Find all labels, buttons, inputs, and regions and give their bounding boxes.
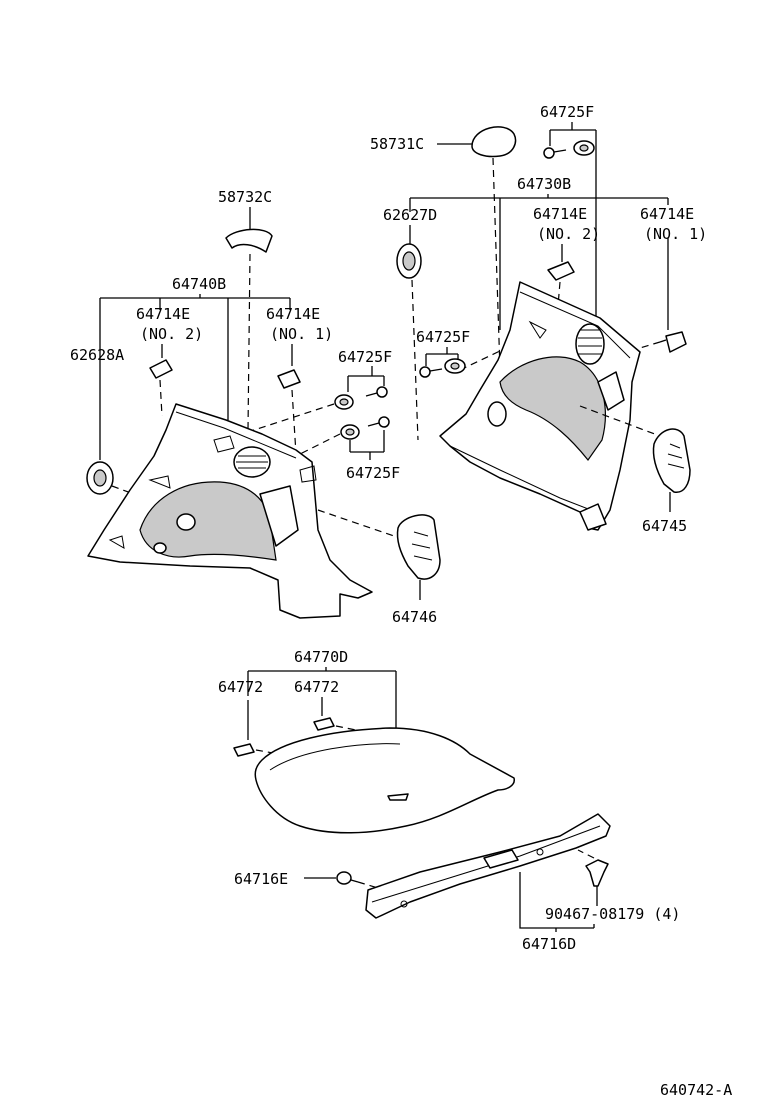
label-58732c: 58732C (218, 188, 272, 206)
leader-64716d (519, 872, 595, 932)
label-58731c: 58731C (370, 135, 424, 153)
clip-64716e (336, 871, 359, 885)
label-64716e: 64716E (234, 870, 288, 888)
plug-64772-right (313, 717, 335, 731)
dash-90467 (577, 849, 595, 859)
clip-64725f-top (573, 140, 595, 156)
label-no1-left: (NO. 1) (270, 325, 333, 343)
label-no2-left: (NO. 2) (140, 325, 203, 343)
clip-64714e-no1-right (659, 331, 687, 353)
plug-64772-left (233, 743, 255, 757)
clip-64725f-mid-right (444, 358, 466, 374)
dash-64725f-mid-left-top (247, 403, 335, 433)
dash-64772-right (335, 725, 357, 731)
right-wheel-well (499, 356, 606, 462)
label-64714e-no1-right: 64714E (640, 205, 694, 223)
label-no1-right: (NO. 1) (644, 225, 707, 243)
dash-64725f-mid-left-bottom (295, 433, 341, 457)
cap-58731c (471, 126, 517, 158)
left-quarter-trim-assembly: 58732C 64740B 64714E (NO. 2) 64714E (NO.… (70, 188, 441, 626)
leader-64730b (409, 194, 669, 330)
cover-64746 (396, 514, 441, 580)
label-64714e-no2-left: 64714E (136, 305, 190, 323)
label-64714e-no2-right: 64714E (533, 205, 587, 223)
leader-64740b (99, 294, 291, 460)
leader-64725f-mid-left-top (347, 366, 385, 392)
clip-64725f-mid-left-bottom (340, 424, 360, 440)
dash-64714e-no1-left (291, 389, 297, 455)
label-64725f-mid-left-bottom: 64725F (346, 464, 400, 482)
dash-58731c (492, 157, 501, 371)
dash-right-panel (579, 405, 661, 437)
cap-58732c (225, 228, 273, 253)
dash-62628a (111, 485, 151, 501)
grommet-62628a (86, 461, 114, 495)
label-64714e-no1-left: 64714E (266, 305, 320, 323)
label-64716d: 64716D (522, 935, 576, 953)
dash-64725f-right (459, 349, 503, 371)
screw-64725f-mid-right (419, 366, 443, 378)
leader-64770d (247, 667, 397, 728)
label-64725f-mid-left-top: 64725F (338, 348, 392, 366)
grommet-62627d (396, 243, 422, 279)
label-62628a: 62628A (70, 346, 124, 364)
label-64725f-top: 64725F (540, 103, 594, 121)
screw-64725f-mid-left-top (365, 386, 388, 398)
label-64740b: 64740B (172, 275, 226, 293)
clip-64714e-no2-right (547, 261, 575, 281)
label-64730b: 64730B (517, 175, 571, 193)
label-no2-right: (NO. 2) (537, 225, 600, 243)
label-62627d: 62627D (383, 206, 437, 224)
deck-board-handle (387, 793, 409, 801)
leader-64725f-top (549, 122, 597, 320)
label-90467-08179: 90467-08179 (4) (545, 905, 680, 923)
clip-64714e-no1-left (277, 369, 301, 389)
back-door-scuff-plate-assembly: 64716E 90467-08179 (4) 64716D (234, 813, 680, 953)
label-64745: 64745 (642, 517, 687, 535)
leader-64725f-mid-right (425, 347, 459, 366)
right-quarter-trim-assembly: 64725F 58731C 64730B 62627D 64714E (NO. … (370, 103, 707, 535)
label-64725f-mid-right: 64725F (416, 328, 470, 346)
deck-board-assembly: 64770D 64772 64772 (218, 648, 515, 834)
dash-58732c (247, 253, 251, 431)
figure-code: 640742-A (660, 1081, 732, 1099)
cover-64745 (652, 428, 691, 493)
clip-64714e-no2-left (149, 359, 173, 379)
dash-left-panel (317, 509, 401, 539)
leader-64725f-mid-left-bottom (349, 430, 385, 460)
label-64746: 64746 (392, 608, 437, 626)
screw-64725f-mid-left-bottom (367, 416, 390, 428)
label-64770d: 64770D (294, 648, 348, 666)
dash-64714e-no2-left (159, 379, 163, 417)
label-64772-right: 64772 (294, 678, 339, 696)
clip-64725f-mid-left-top (334, 394, 354, 410)
clip-90467-08179 (585, 859, 609, 896)
deck-board-64770d (254, 727, 515, 834)
label-64772-left: 64772 (218, 678, 263, 696)
dash-62627d (411, 279, 419, 441)
screw-64725f-top (543, 147, 567, 159)
